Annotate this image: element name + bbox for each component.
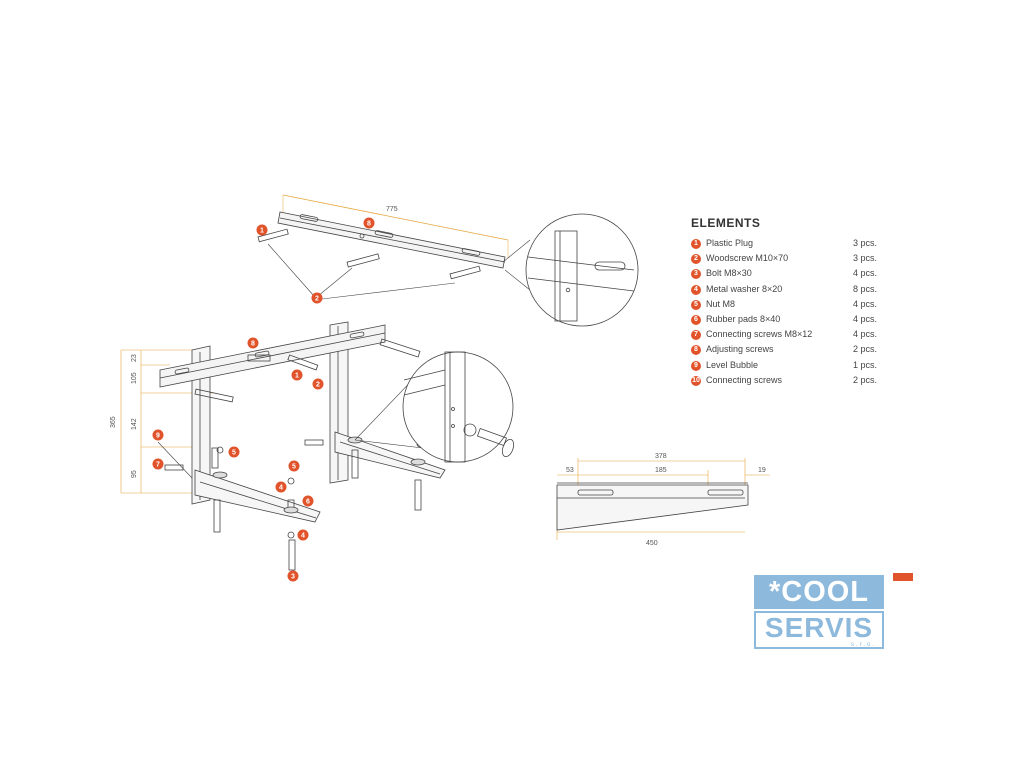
dim-height-top: 23: [131, 354, 138, 362]
callout-1-top: 1: [256, 224, 268, 236]
element-row: 5 Nut M8 4 pcs.: [691, 297, 891, 312]
zoom-detail-top: [525, 213, 639, 327]
dim-arm-offset-right: 19: [758, 467, 766, 474]
element-quantity: 4 pcs.: [853, 268, 878, 279]
dim-rail-length: 775: [386, 206, 398, 213]
svg-text:7: 7: [156, 462, 160, 469]
callout-2-top: 2: [311, 292, 323, 304]
height-dimensions: [120, 349, 215, 494]
dim-arm-slot-gap: 185: [655, 467, 667, 474]
main-assembly: [120, 321, 446, 571]
element-number: 2: [691, 254, 701, 265]
dimension-labels: 775 365 23 105 142 95 378 53 185 19 450: [110, 206, 766, 547]
callout-6: 6: [302, 495, 314, 507]
cool-servis-logo: *COOL SERVIS s.r.o.: [754, 575, 884, 649]
callout-5-left: 5: [228, 446, 240, 458]
element-row: 4 Metal washer 8×20 8 pcs.: [691, 282, 891, 297]
callouts: 1 8 2 8 1 2 9 5 7 5 4 6 4 3: [152, 217, 375, 582]
svg-text:5: 5: [292, 464, 296, 471]
callout-1-main: 1: [291, 369, 303, 381]
callout-4-upper: 4: [275, 481, 287, 493]
callout-2-main: 2: [312, 378, 324, 390]
logo-line-2-text: SERVIS: [764, 612, 874, 643]
elements-list: ELEMENTS 1 Plastic Plug 3 pcs. 2 Woodscrew …: [691, 216, 891, 388]
element-row: 9 Level Bubble 1 pcs.: [691, 358, 891, 373]
element-name: Plastic Plug: [706, 238, 754, 248]
dim-height-upper: 105: [131, 372, 138, 384]
element-number: 4: [691, 284, 701, 295]
zoom-detail-bolt: [402, 351, 515, 463]
element-row: 2 Woodscrew M10×70 3 pcs.: [691, 251, 891, 266]
logo-line-2: SERVIS: [754, 611, 884, 649]
callout-7: 7: [152, 458, 164, 470]
svg-text:1: 1: [260, 228, 264, 235]
svg-text:9: 9: [156, 433, 160, 440]
arm-side-view: [556, 458, 770, 540]
svg-text:3: 3: [291, 574, 295, 581]
svg-text:6: 6: [306, 499, 310, 506]
svg-text:1: 1: [295, 373, 299, 380]
element-number: 5: [691, 299, 701, 310]
callout-3: 3: [287, 570, 299, 582]
element-quantity: 8 pcs.: [853, 283, 878, 294]
element-name: Nut M8: [706, 298, 736, 309]
element-row: 7 Connecting screws M8×12 4 pcs.: [691, 327, 891, 342]
element-number: 3: [691, 269, 701, 280]
svg-text:2: 2: [316, 382, 320, 389]
element-number: 7: [691, 330, 701, 341]
logo-line-3: s.r.o.: [850, 642, 876, 648]
dim-height-total: 365: [110, 416, 117, 428]
element-row: 8 Adjusting screws 2 pcs.: [691, 342, 891, 357]
element-row: 6 Rubber pads 8×40 4 pcs.: [691, 312, 891, 327]
element-name: Level Bubble: [706, 359, 759, 370]
element-quantity: 1 pcs.: [853, 359, 878, 370]
svg-text:5: 5: [232, 450, 236, 457]
dim-arm-slot-span: 378: [655, 453, 667, 460]
element-number: 10: [691, 375, 701, 386]
dim-arm-offset-left: 53: [566, 467, 574, 474]
element-quantity: 3 pcs.: [853, 238, 878, 248]
element-quantity: 2 pcs.: [853, 344, 878, 355]
element-quantity: 4 pcs.: [853, 298, 878, 309]
callout-5-center: 5: [288, 460, 300, 472]
element-row: 10 Connecting screws 2 pcs.: [691, 373, 891, 388]
element-name: Rubber pads 8×40: [706, 313, 781, 324]
element-name: Connecting screws: [706, 374, 783, 385]
svg-text:8: 8: [367, 221, 371, 228]
elements-title: ELEMENTS: [691, 216, 761, 230]
element-quantity: 4 pcs.: [853, 329, 878, 340]
dim-height-middle: 142: [131, 418, 138, 430]
element-row: 3 Bolt M8×30 4 pcs.: [691, 266, 891, 281]
element-name: Metal washer 8×20: [706, 283, 783, 294]
dim-arm-length: 450: [646, 540, 658, 547]
element-name: Bolt M8×30: [706, 268, 752, 279]
element-quantity: 2 pcs.: [853, 374, 878, 385]
element-row: 1 Plastic Plug 3 pcs.: [691, 236, 891, 251]
callout-9: 9: [152, 429, 164, 441]
element-quantity: 3 pcs.: [853, 253, 878, 264]
element-name: Woodscrew M10×70: [706, 253, 789, 264]
svg-text:2: 2: [315, 296, 319, 303]
element-name: Adjusting screws: [706, 344, 774, 355]
callout-8-top: 8: [363, 217, 375, 229]
dim-height-lower: 95: [131, 470, 138, 478]
svg-text:4: 4: [279, 485, 283, 492]
logo-line-1: *COOL: [754, 575, 884, 609]
element-name: Connecting screws M8×12: [706, 329, 813, 340]
accent-bar: [893, 573, 913, 581]
top-rail-detail: [257, 194, 531, 300]
callout-8-main: 8: [247, 337, 259, 349]
callout-4-lower: 4: [297, 529, 309, 541]
element-number: 9: [691, 360, 701, 371]
element-number: 6: [691, 314, 701, 325]
plug-and-screw-group: [257, 228, 481, 280]
element-number: 1: [691, 239, 701, 249]
svg-text:8: 8: [251, 341, 255, 348]
element-number: 8: [691, 345, 701, 356]
svg-text:4: 4: [301, 533, 305, 540]
element-quantity: 4 pcs.: [853, 313, 878, 324]
